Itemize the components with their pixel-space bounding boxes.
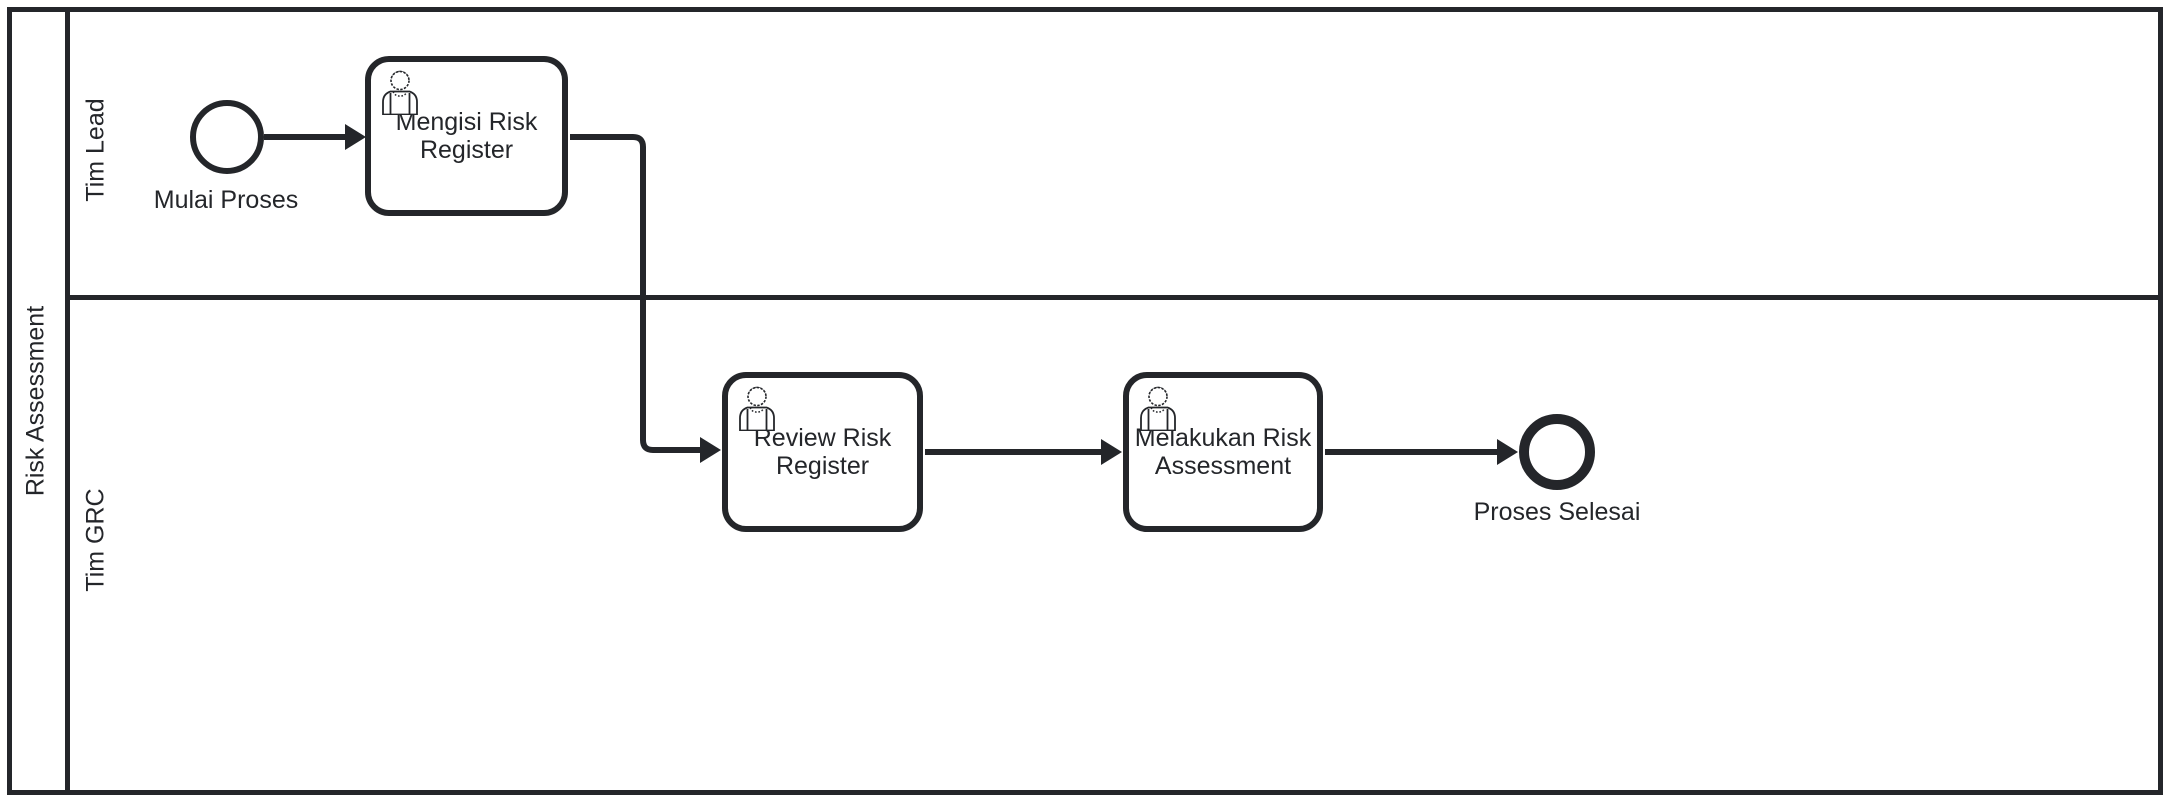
end-event-label: Proses Selesai bbox=[1473, 498, 1641, 526]
task-mengisi-risk-register: Mengisi Risk Register bbox=[365, 56, 568, 216]
user-icon bbox=[1140, 386, 1176, 431]
pool-label: Risk Assessment bbox=[21, 305, 50, 497]
pool-risk-assessment bbox=[7, 7, 2163, 795]
task-label: Melakukan Risk Assessment bbox=[1134, 424, 1312, 480]
task-label: Review Risk Register bbox=[753, 424, 892, 480]
end-event bbox=[1519, 414, 1595, 490]
task-review-risk-register: Review Risk Register bbox=[722, 372, 923, 532]
pool-header-divider bbox=[65, 7, 70, 795]
lane-label-tim-grc: Tim GRC bbox=[81, 488, 110, 592]
lane-divider bbox=[65, 295, 2163, 300]
start-event-label: Mulai Proses bbox=[153, 186, 299, 214]
start-event bbox=[190, 100, 264, 174]
task-label: Mengisi Risk Register bbox=[395, 108, 538, 164]
user-icon bbox=[382, 70, 418, 115]
task-melakukan-risk-assessment: Melakukan Risk Assessment bbox=[1123, 372, 1323, 532]
user-icon bbox=[739, 386, 775, 431]
